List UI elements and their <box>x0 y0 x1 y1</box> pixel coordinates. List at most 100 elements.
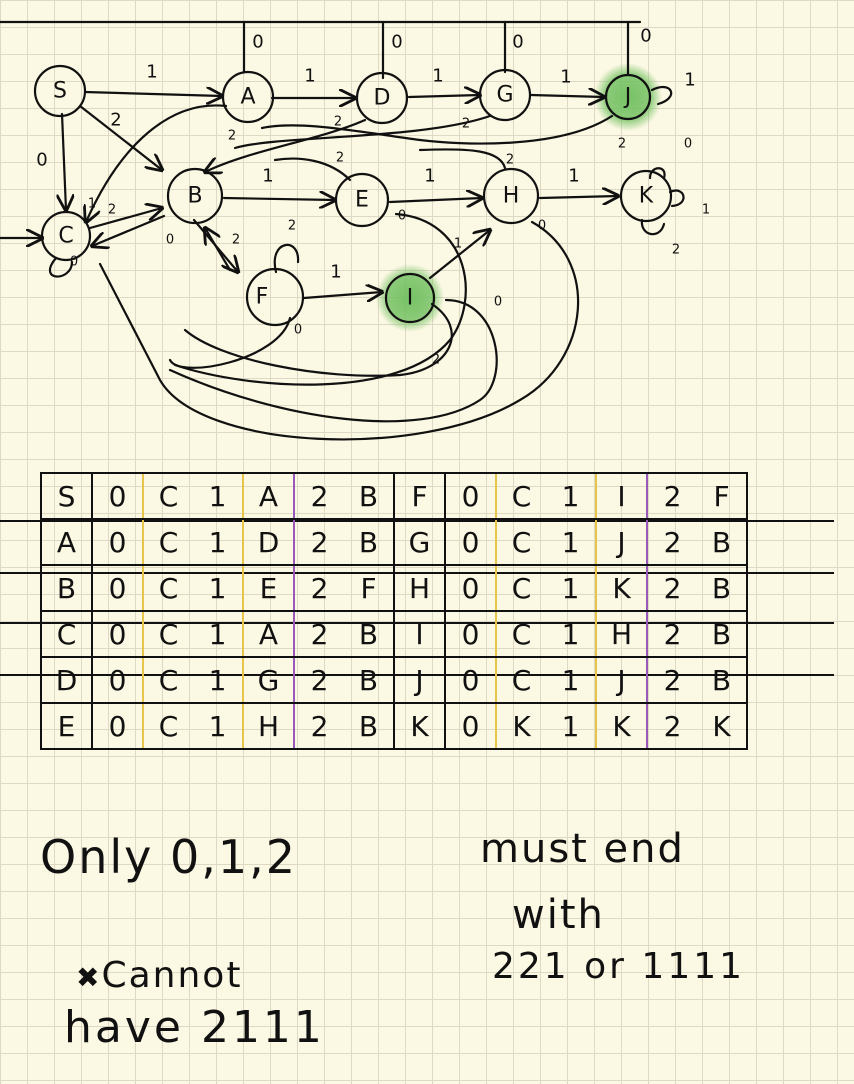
label-e-c: 0 <box>398 209 406 224</box>
edge-c-loop <box>48 256 74 278</box>
table-cell: 0 <box>444 472 496 520</box>
table-cell: 0 <box>91 702 143 750</box>
table-cell: B <box>697 656 748 704</box>
edge-e-c <box>173 212 467 386</box>
label-s-c: 0 <box>36 150 47 171</box>
table-cell: C <box>142 472 193 520</box>
edge-f-b-back <box>205 228 232 272</box>
note-cannot-text: Cannot <box>101 955 243 996</box>
label-c-b-1: 1 <box>88 197 96 212</box>
table-cell: 1 <box>546 472 596 520</box>
state-diagram: 0 0 0 0 1 1 1 1 1 0 2 2 2 2 2 2 2 1 1 1 … <box>0 20 710 441</box>
table-cell: K <box>697 702 748 750</box>
table-cell: C <box>142 656 193 704</box>
note-must-end-3: 221 or 1111 <box>492 946 746 987</box>
note-cannot-1: ✖Cannot <box>76 955 242 996</box>
table-cell: 2 <box>646 656 697 704</box>
edge-k-loop2 <box>640 218 666 236</box>
table-cell: F <box>344 564 394 612</box>
scribble-icon: ✖ <box>76 961 102 994</box>
edge-e-h <box>388 198 482 202</box>
edge-h-c <box>98 220 580 441</box>
table-cell: 0 <box>91 656 143 704</box>
label-c-b-bot: 0 <box>166 233 174 248</box>
table-cell: K <box>495 702 546 750</box>
edge-i-h <box>428 230 490 280</box>
label-f-i: 1 <box>330 262 341 283</box>
edge-k-loop1 <box>668 189 685 208</box>
table-cell: 2 <box>293 472 344 520</box>
table-cell: 1 <box>193 518 243 566</box>
edge-g-b <box>233 114 492 150</box>
table-cell: 2 <box>646 610 697 658</box>
table-cell: 2 <box>646 564 697 612</box>
table-cell: 0 <box>444 656 496 704</box>
edge-e-b <box>273 157 352 182</box>
edge-s-c <box>62 112 66 210</box>
table-cell: B <box>697 518 748 566</box>
label-f-loop: 2 <box>288 219 296 234</box>
edge-h-k <box>538 196 618 198</box>
svg-text:G: G <box>496 83 513 108</box>
table-cell: B <box>344 610 394 658</box>
label-i-b: 2 <box>432 353 440 368</box>
table-cell: 2 <box>293 656 344 704</box>
table-cell: C <box>142 610 193 658</box>
edge-d-g <box>407 95 480 97</box>
label-i-c: 0 <box>494 295 502 310</box>
table-cell: C <box>495 518 546 566</box>
svg-text:A: A <box>240 85 255 110</box>
table-cell: B <box>344 518 394 566</box>
label-g-j: 1 <box>560 67 571 88</box>
table-cell: A <box>242 610 294 658</box>
label-s-b: 2 <box>110 110 121 131</box>
node-h: H <box>482 167 540 225</box>
table-cell: 0 <box>444 518 496 566</box>
svg-text:I: I <box>407 286 414 311</box>
accept-glow-j <box>594 63 662 131</box>
label-k-loop0: 0 <box>684 137 692 152</box>
edge-d-b <box>205 118 367 172</box>
label-j-b: 2 <box>618 137 626 152</box>
table-cell: C <box>142 518 193 566</box>
table-cell: A <box>242 472 294 520</box>
table-cell: 2 <box>646 472 697 520</box>
table-cell: I <box>595 472 647 520</box>
table-cell: 1 <box>193 702 243 750</box>
table-cell: H <box>595 610 647 658</box>
table-cell: J <box>595 656 647 704</box>
table-cell: K <box>595 702 647 750</box>
node-e: E <box>334 172 390 228</box>
label-d-top: 0 <box>391 32 402 53</box>
table-cell: H <box>393 564 445 612</box>
table-cell: B <box>40 564 92 612</box>
label-h-b: 2 <box>506 153 514 168</box>
table-cell: 1 <box>193 610 243 658</box>
node-i: I <box>384 272 436 324</box>
edge-b-c-bot <box>92 214 166 246</box>
svg-text:F: F <box>256 285 269 310</box>
label-a-d: 1 <box>304 66 315 87</box>
edge-c-b-top <box>88 208 162 230</box>
table-cell: K <box>393 702 445 750</box>
table-cell: C <box>495 564 546 612</box>
edge-f-i <box>302 292 382 298</box>
table-cell: 0 <box>444 702 496 750</box>
table-cell: 2 <box>293 564 344 612</box>
table-cell: 2 <box>646 702 697 750</box>
edge-b-e <box>222 198 335 200</box>
svg-text:H: H <box>503 184 520 209</box>
table-cell: 0 <box>444 564 496 612</box>
label-j-loop1: 1 <box>684 70 695 91</box>
label-h-c: 0 <box>538 219 546 234</box>
table-cell: G <box>393 518 445 566</box>
edge-s-b <box>78 104 162 170</box>
table-cell: C <box>495 610 546 658</box>
note-cannot-2: have 2111 <box>64 1002 325 1053</box>
svg-text:J: J <box>623 85 632 110</box>
label-d-g: 1 <box>432 66 443 87</box>
label-e-h: 1 <box>424 166 435 187</box>
node-j: J <box>604 73 652 121</box>
